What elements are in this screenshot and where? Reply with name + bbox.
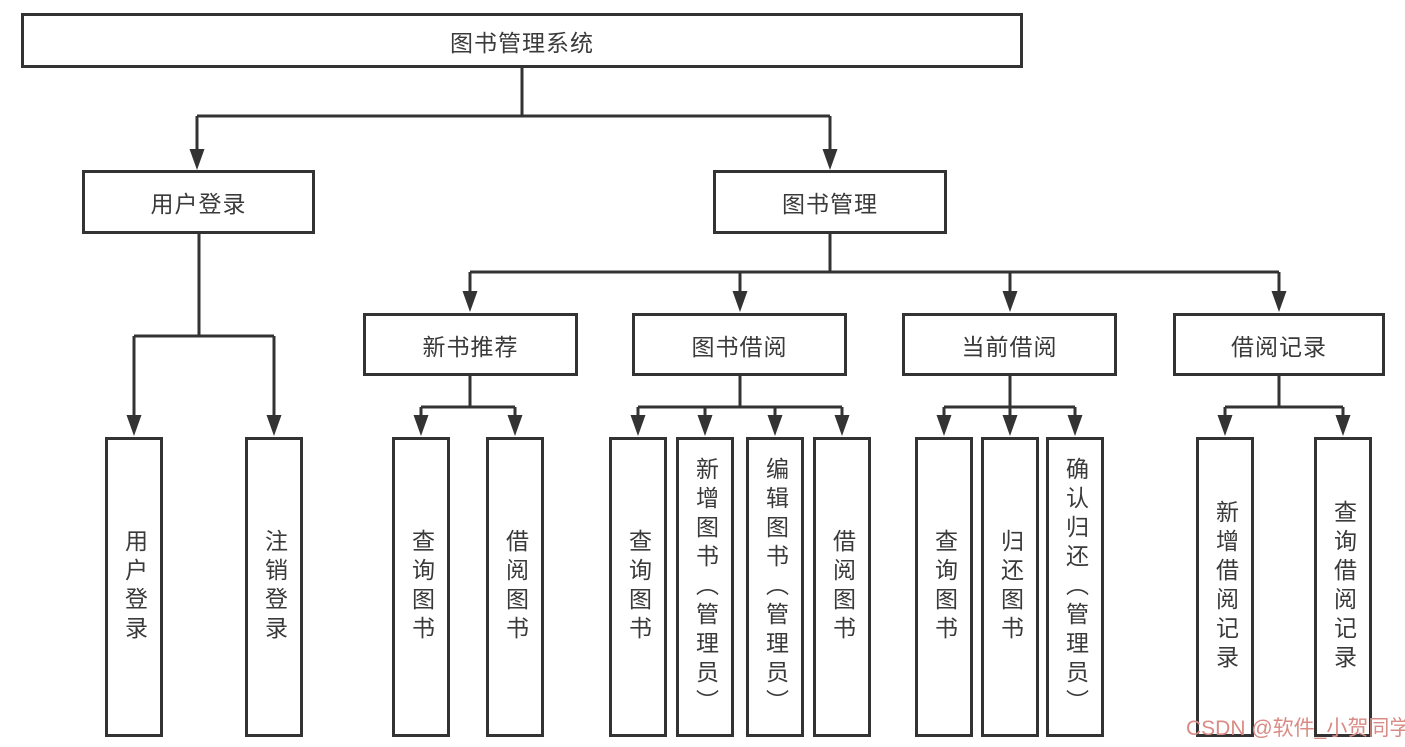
arrow-down-icon <box>936 415 952 436</box>
leaf-borrow-book-recommend: 借阅图书 <box>486 437 544 737</box>
leaf-query-book-borrow: 查询图书 <box>609 437 667 737</box>
arrow-down-icon <box>462 291 478 312</box>
leaf-label: 归还图书 <box>997 529 1024 645</box>
arrow-down-icon <box>1335 415 1351 436</box>
arrow-down-icon <box>1002 291 1018 312</box>
node-borrow-records: 借阅记录 <box>1173 313 1385 376</box>
arrow-down-icon <box>507 415 523 436</box>
connector-borrow-record-children <box>1223 376 1345 418</box>
leaf-query-book-current: 查询图书 <box>915 437 973 737</box>
leaf-label: 查询图书 <box>408 529 435 645</box>
arrow-down-icon <box>126 415 142 436</box>
node-label: 当前借阅 <box>961 333 1058 360</box>
node-new-book-recommend: 新书推荐 <box>363 313 578 376</box>
arrow-down-icon <box>1217 415 1233 436</box>
leaf-borrow-book: 借阅图书 <box>813 437 871 737</box>
node-book-borrow: 图书借阅 <box>632 313 847 376</box>
arrow-down-icon <box>834 415 850 436</box>
node-label: 图书借阅 <box>691 333 788 360</box>
arrow-down-icon <box>189 149 205 170</box>
node-library-system: 图书管理系统 <box>21 13 1023 68</box>
leaf-return-book: 归还图书 <box>981 437 1039 737</box>
leaf-query-book-recommend: 查询图书 <box>392 437 450 737</box>
node-label: 图书管理 <box>782 191 878 217</box>
leaf-label: 查询图书 <box>931 529 958 645</box>
arrow-down-icon <box>697 415 713 436</box>
leaf-query-borrow-record: 查询借阅记录 <box>1314 437 1372 737</box>
leaf-user-login: 用户登录 <box>105 437 163 737</box>
leaf-label: 新增图书（管理员） <box>692 456 719 718</box>
csdn-watermark: CSDN @软件_小贺同学 <box>1186 717 1405 740</box>
node-user-login: 用户登录 <box>82 170 315 234</box>
leaf-add-book-admin: 新增图书（管理员） <box>676 437 734 737</box>
node-label: 用户登录 <box>150 191 247 217</box>
leaf-label: 借阅图书 <box>829 529 856 645</box>
node-current-borrow: 当前借阅 <box>902 313 1117 376</box>
leaf-label: 新增借阅记录 <box>1212 500 1239 674</box>
leaf-edit-book-admin: 编辑图书（管理员） <box>746 437 804 737</box>
arrow-down-icon <box>732 291 748 312</box>
node-book-management: 图书管理 <box>713 170 947 234</box>
node-label: 图书管理系统 <box>450 29 594 56</box>
connector-user-login-children <box>132 234 276 418</box>
connector-root-to-level2 <box>195 68 832 152</box>
arrow-down-icon <box>1067 415 1083 436</box>
arrow-down-icon <box>822 149 838 170</box>
arrow-down-icon <box>767 415 783 436</box>
leaf-logout: 注销登录 <box>245 437 303 737</box>
leaf-label: 查询借阅记录 <box>1330 500 1357 674</box>
leaf-add-borrow-record: 新增借阅记录 <box>1196 437 1254 737</box>
connector-new-book-children <box>419 376 517 418</box>
leaf-label: 查询图书 <box>625 529 652 645</box>
arrow-down-icon <box>1002 415 1018 436</box>
leaf-confirm-return-admin: 确认归还（管理员） <box>1046 437 1104 737</box>
arrow-down-icon <box>1271 291 1287 312</box>
leaf-label: 确认归还（管理员） <box>1062 456 1089 718</box>
node-label: 借阅记录 <box>1231 333 1327 360</box>
connector-book-mgmt-to-level3 <box>468 234 1281 293</box>
leaf-label: 编辑图书（管理员） <box>762 456 789 718</box>
leaf-label: 借阅图书 <box>502 529 529 645</box>
arrow-down-icon <box>630 415 646 436</box>
node-label: 新书推荐 <box>422 333 519 360</box>
leaf-label: 用户登录 <box>121 529 148 645</box>
arrow-down-icon <box>413 415 429 436</box>
leaf-label: 注销登录 <box>261 529 288 645</box>
connector-book-borrow-children <box>636 376 844 418</box>
arrow-down-icon <box>266 415 282 436</box>
connector-current-borrow-children <box>942 376 1077 418</box>
